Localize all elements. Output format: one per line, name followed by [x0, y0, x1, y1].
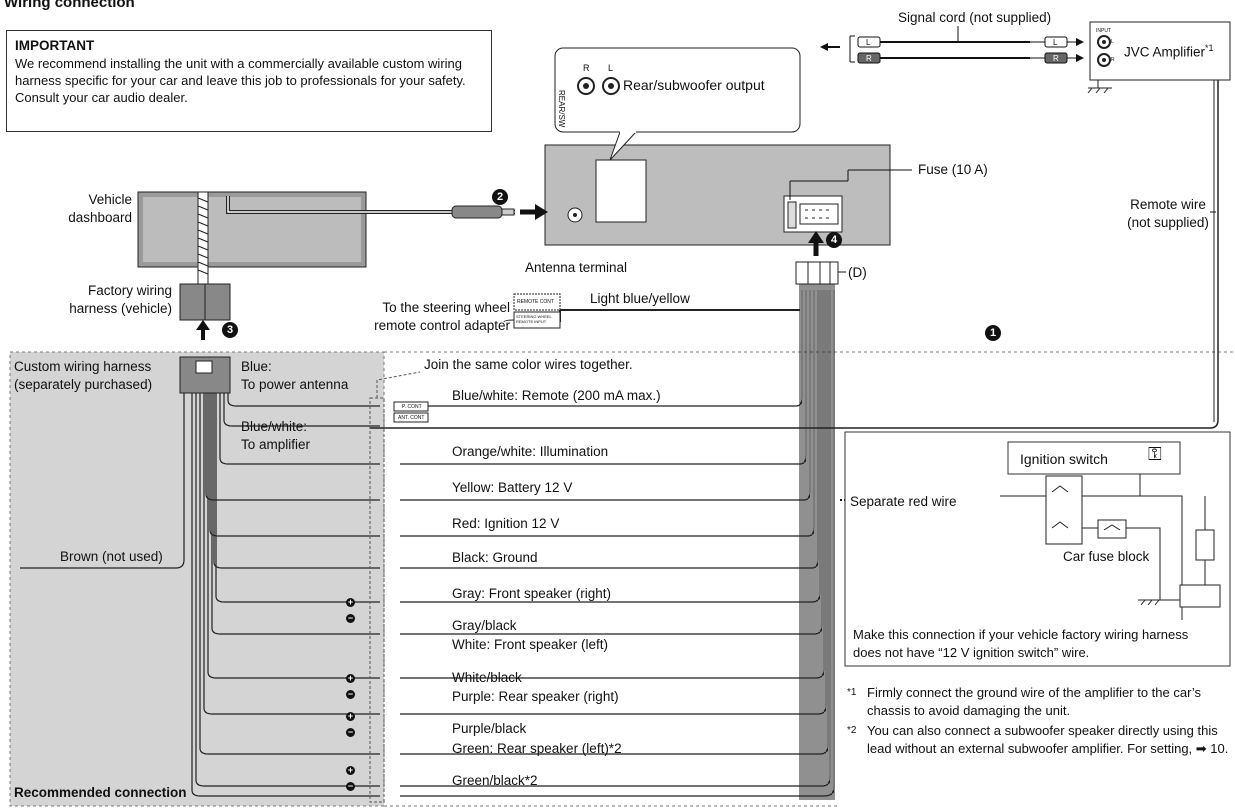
footnote-1-text: Firmly connect the ground wire of the am…	[867, 685, 1202, 718]
important-text: We recommend installing the unit with a …	[15, 56, 466, 105]
step-3: 3	[222, 322, 238, 338]
jvc-amplifier	[1089, 21, 1231, 81]
amp-l-label: L	[1111, 39, 1114, 45]
custom-harness-label-1: Custom wiring harness	[14, 359, 152, 374]
ignition-switch-label: Ignition switch	[1020, 451, 1108, 467]
connector-d-label: (D)	[848, 265, 867, 280]
important-heading: IMPORTANT	[15, 38, 95, 53]
remote-wire-label-2: (not supplied)	[1127, 215, 1209, 230]
plug-l2-label: L	[1053, 38, 1058, 47]
wire-label-purple: Purple: Rear speaker (right)	[452, 689, 619, 704]
wire-label-gray: Gray: Front speaker (right)	[452, 586, 612, 601]
rear-sub-output-label: Rear/subwoofer output	[623, 77, 765, 93]
footnote-1: *1 Firmly connect the ground wire of the…	[847, 684, 1233, 720]
plug-r-label: R	[866, 54, 872, 63]
fuse-label: Fuse (10 A)	[918, 162, 988, 177]
vehicle-dashboard-label-1: Vehicle	[88, 192, 132, 207]
key-icon: ⚿	[1148, 444, 1162, 464]
custom-harness-label-2: (separately purchased)	[14, 377, 153, 392]
wire-label-white: White: Front speaker (left)	[452, 637, 609, 652]
amp-input-label: INPUT	[1096, 28, 1111, 34]
brown-label: Brown (not used)	[60, 549, 163, 564]
minus-marker: −	[346, 689, 355, 699]
blue-white-label-2: To amplifier	[241, 437, 311, 452]
footnote-2-text: You can also connect a subwoofer speaker…	[867, 723, 1229, 756]
important-box: IMPORTANT We recommend installing the un…	[6, 30, 492, 132]
steering-tag: STEERING WHEEL REMOTE INPUT	[516, 314, 552, 324]
rear-sw-label: REAR/SW	[557, 90, 566, 128]
jack-l-label: L	[608, 63, 614, 73]
jack-r-label: R	[583, 63, 590, 73]
wire-label-green-black: Green/black*2	[452, 773, 538, 788]
antenna-terminal-label: Antenna terminal	[525, 260, 628, 275]
plus-marker: +	[346, 673, 355, 683]
plug-l-label: L	[866, 38, 871, 47]
blue-label-1: Blue:	[241, 359, 272, 374]
wire-label-orange-white: Orange/white: Illumination	[452, 444, 609, 459]
blue-label-2: To power antenna	[241, 377, 349, 392]
wire-label-green: Green: Rear speaker (left)*2	[452, 741, 622, 756]
rear-sub-callout	[554, 47, 801, 133]
custom-harness-area	[9, 351, 385, 807]
plus-marker: +	[346, 711, 355, 721]
ignition-note: Make this connection if your vehicle fac…	[853, 627, 1189, 660]
steering-label-1: To the steering wheel	[382, 300, 510, 315]
wire-label-yellow: Yellow: Battery 12 V	[452, 480, 573, 495]
step-4: 4	[826, 232, 842, 248]
minus-marker: −	[346, 613, 355, 623]
vehicle-dashboard-label-2: dashboard	[68, 210, 132, 225]
blue-white-label-1: Blue/white:	[241, 419, 308, 434]
amp-r-label: R	[1111, 57, 1115, 63]
wire-label-black: Black: Ground	[452, 550, 538, 565]
minus-marker: −	[346, 727, 355, 737]
jvc-amplifier-label: JVC Amplifier*1	[1124, 43, 1214, 60]
factory-harness-label-1: Factory wiring	[87, 283, 172, 298]
signal-cord-label: Signal cord (not supplied)	[898, 10, 1052, 25]
remote-wire-label-1: Remote wire	[1130, 197, 1206, 212]
factory-harness-label-2: harness (vehicle)	[69, 301, 172, 316]
plus-marker: +	[346, 597, 355, 607]
footnote-2: *2 You can also connect a subwoofer spea…	[847, 722, 1233, 758]
wire-label-gray-black: Gray/black	[452, 618, 517, 633]
footnote-1-mark: *1	[847, 687, 857, 698]
separate-red-label: Separate red wire	[850, 494, 957, 509]
wire-label-white-black: White/black	[452, 670, 522, 685]
p-cont-tag: P. CONT	[402, 404, 422, 410]
remote-cont-tag: REMOTE CONT	[517, 299, 554, 305]
wire-label-red: Red: Ignition 12 V	[452, 516, 560, 531]
recommended-label: Recommended connection	[14, 785, 187, 800]
wire-label-blue-white: Blue/white: Remote (200 mA max.)	[452, 388, 661, 403]
section-title: Wiring connection	[4, 0, 135, 11]
minus-marker: −	[346, 781, 355, 791]
join-note: Join the same color wires together.	[424, 357, 633, 372]
footnote-2-mark: *2	[847, 725, 857, 736]
step-1: 1	[985, 325, 1001, 341]
antenna-plug	[451, 205, 503, 219]
steering-label-2: remote control adapter	[374, 318, 510, 333]
step-2: 2	[492, 189, 508, 205]
plug-r2-label: R	[1053, 54, 1059, 63]
wire-label-purple-black: Purple/black	[452, 721, 527, 736]
connector-d	[795, 261, 839, 285]
ant-cont-tag: ANT. CONT	[398, 415, 425, 421]
plus-marker: +	[346, 765, 355, 775]
car-fuse-block-label: Car fuse block	[1063, 549, 1150, 564]
light-blue-yellow-label: Light blue/yellow	[590, 291, 690, 306]
